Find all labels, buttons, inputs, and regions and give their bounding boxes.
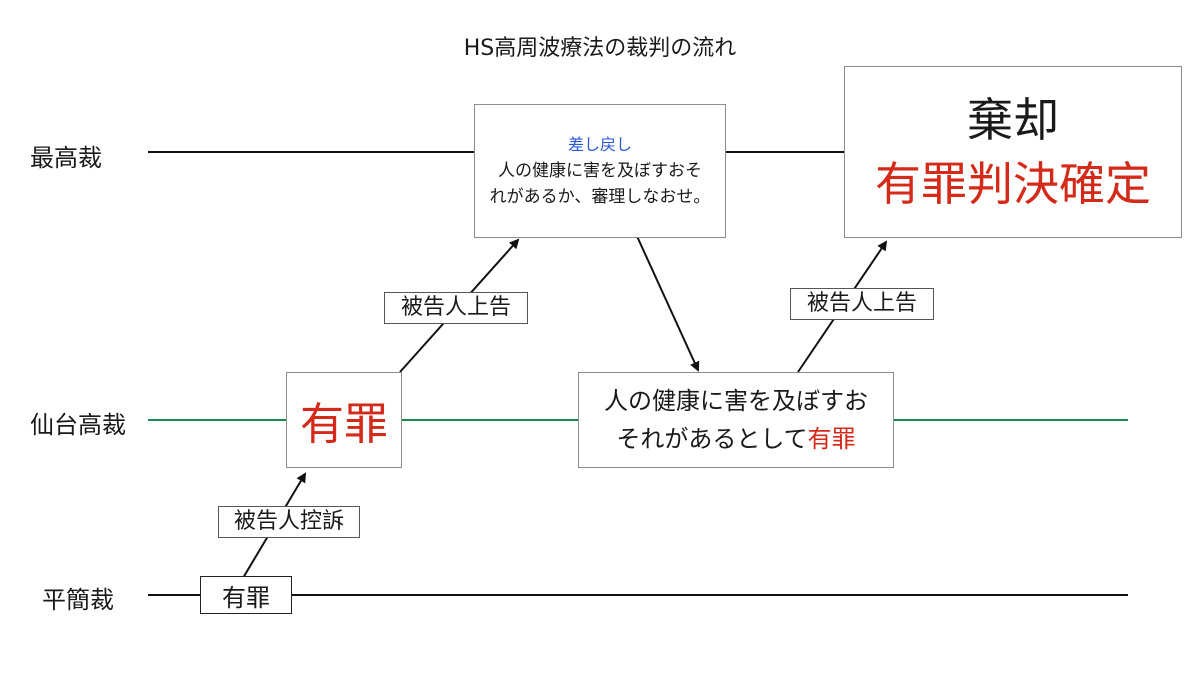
final-line-1: 棄却 xyxy=(967,93,1059,147)
high-verdict-2-line-2-red: 有罪 xyxy=(807,425,856,453)
high-verdict-1-box: 有罪 xyxy=(286,372,402,468)
high-verdict-1-text: 有罪 xyxy=(300,399,388,450)
remand-line-1: 人の健康に害を及ぼすおそ xyxy=(498,161,702,181)
remand-line-2: れがあるか、審理しなおせ。 xyxy=(489,187,711,207)
final-line-2: 有罪判決確定 xyxy=(875,157,1151,211)
high-verdict-2-box: 人の健康に害を及ぼすお それがあるとして有罪 xyxy=(578,372,894,468)
court-label-supreme: 最高裁 xyxy=(30,144,102,172)
edge-label-appeal-to-supreme-2: 被告人上告 xyxy=(790,288,934,320)
final-box: 棄却 有罪判決確定 xyxy=(844,66,1182,238)
high-verdict-2-line-2-prefix: それがあるとして xyxy=(616,425,808,453)
court-label-summary: 平簡裁 xyxy=(42,586,114,614)
edge-label-appeal-to-supreme-1: 被告人上告 xyxy=(384,292,528,324)
arrow-remand xyxy=(635,233,700,372)
high-verdict-2-line-1: 人の健康に害を及ぼすお xyxy=(604,387,868,415)
high-verdict-2-line-2: それがあるとして有罪 xyxy=(616,420,855,458)
diagram-title: HS高周波療法の裁判の流れ xyxy=(463,36,737,61)
remand-heading: 差し戻し xyxy=(567,135,632,154)
remand-box: 差し戻し 人の健康に害を及ぼすおそ れがあるか、審理しなおせ。 xyxy=(474,104,726,238)
edge-label-appeal-to-high: 被告人控訴 xyxy=(218,506,360,538)
court-label-sendai-high: 仙台高裁 xyxy=(30,411,126,439)
summary-verdict-text: 有罪 xyxy=(222,583,270,612)
summary-verdict-box: 有罪 xyxy=(200,576,292,614)
